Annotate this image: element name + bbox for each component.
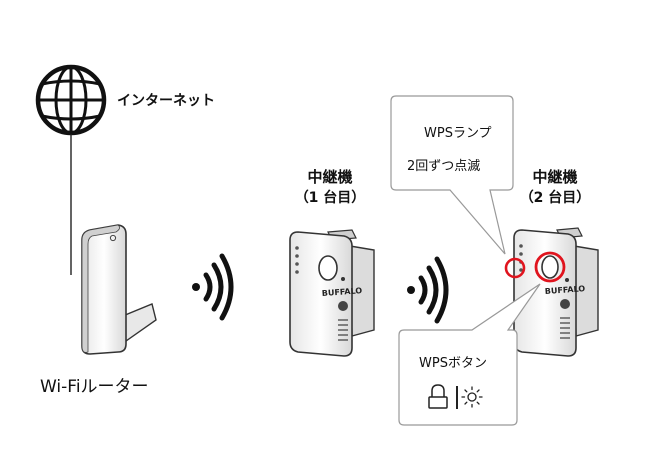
wps-lamp-callout-line1: WPSランプ [424, 126, 492, 141]
brand-logo: BUFFALO [545, 284, 586, 296]
wps-lamp-callout [390, 95, 514, 255]
router-label: Wi-Fiルーター [40, 377, 149, 397]
repeater-2-subtitle: （2 台目） [519, 190, 591, 206]
sun-icon [461, 386, 483, 408]
wps-lamp-callout-line2: 2回ずつ点滅 [407, 159, 481, 174]
globe-icon [35, 64, 107, 136]
repeater-1-subtitle: （1 台目） [294, 190, 366, 206]
wifi-signal-icon [407, 256, 449, 324]
lock-icon [428, 384, 448, 409]
repeater-1: BUFFALO [289, 229, 375, 357]
wps-button-callout-line1: WPSボタン [419, 356, 487, 371]
wifi-signal-icon [192, 253, 234, 321]
repeater-2: BUFFALO [504, 227, 599, 357]
repeater-1-title: 中継機 [307, 168, 353, 186]
internet-label: インターネット [117, 93, 215, 109]
wps-button-callout [398, 283, 541, 426]
wifi-router [81, 224, 157, 355]
wps-lamp-highlight [504, 257, 526, 279]
wps-button-highlight [534, 251, 566, 283]
repeater-2-title: 中継機 [532, 168, 578, 186]
brand-logo: BUFFALO [322, 286, 363, 298]
